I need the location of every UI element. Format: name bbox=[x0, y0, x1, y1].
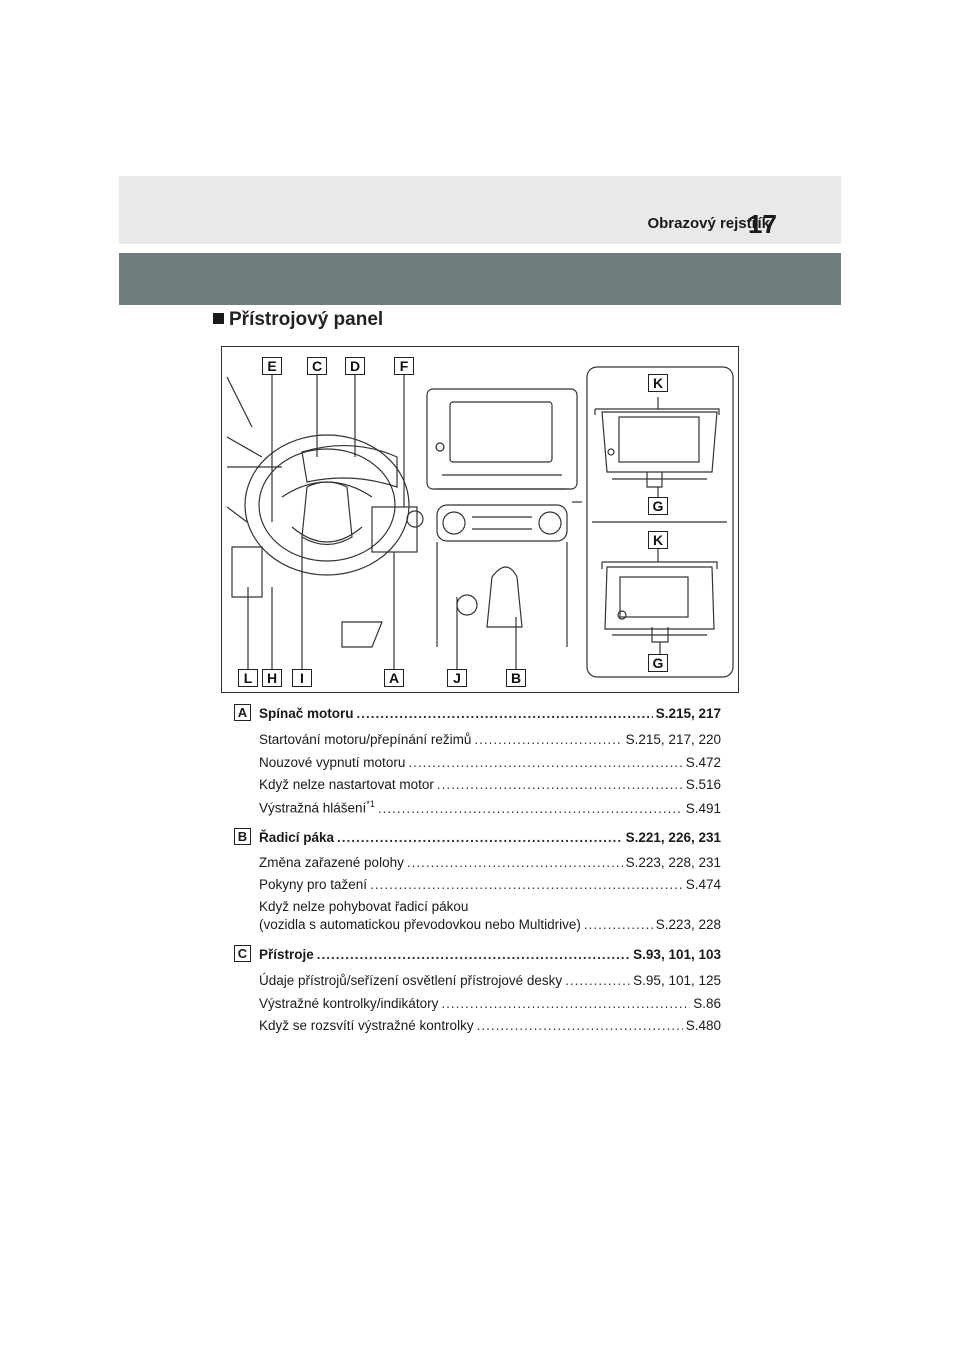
list-item-line1: Když nelze pohybovat řadicí pákou bbox=[259, 899, 469, 914]
entry-title-row: PřístrojeS.93, 101, 103 bbox=[259, 947, 721, 962]
list-item: Startování motoru/přepínání režimůS.215,… bbox=[259, 732, 721, 747]
callout-label-a: A bbox=[384, 669, 404, 687]
page-number: 17 bbox=[748, 209, 777, 239]
callout-label-i: I bbox=[292, 669, 312, 687]
dashboard-drawing bbox=[226, 366, 734, 678]
callout-label-c: C bbox=[307, 357, 327, 375]
entry-title-row: Řadicí pákaS.221, 226, 231 bbox=[259, 830, 721, 845]
callout-label-b: B bbox=[506, 669, 526, 687]
page-heading: Přístrojový panel bbox=[213, 309, 383, 331]
list-item: Nouzové vypnutí motoruS.472 bbox=[259, 755, 721, 770]
footnote-marker: *1 bbox=[366, 799, 375, 809]
list-item: Pokyny pro taženíS.474 bbox=[259, 877, 721, 892]
list-item: (vozidla s automatickou převodovkou nebo… bbox=[259, 917, 721, 932]
list-item: Výstražná hlášení*1S.491 bbox=[259, 799, 721, 816]
square-bullet-icon bbox=[213, 313, 224, 324]
entry-badge-c: C bbox=[234, 945, 251, 962]
callout-label-k-upper: K bbox=[648, 374, 668, 392]
callout-label-d: D bbox=[345, 357, 365, 375]
callout-label-j: J bbox=[447, 669, 467, 687]
callout-label-e: E bbox=[262, 357, 282, 375]
header-band bbox=[119, 176, 841, 244]
entry-title-row: Spínač motoruS.215, 217 bbox=[259, 706, 721, 721]
callout-label-f: F bbox=[394, 357, 414, 375]
entry-badge-b: B bbox=[234, 828, 251, 845]
callout-label-h: H bbox=[262, 669, 282, 687]
callout-label-k-lower: K bbox=[648, 531, 668, 549]
callout-label-g-lower: G bbox=[648, 654, 668, 672]
dashboard-illustration: E C D F L H I A J B K G K G bbox=[221, 346, 739, 693]
list-item: Výstražné kontrolky/indikátoryS.86 bbox=[259, 996, 721, 1011]
list-item: Údaje přístrojů/seřízení osvětlení příst… bbox=[259, 973, 721, 988]
callout-label-g-upper: G bbox=[648, 497, 668, 515]
header-bar bbox=[119, 253, 841, 305]
list-item: Když se rozsvítí výstražné kontrolkyS.48… bbox=[259, 1018, 721, 1033]
entry-badge-a: A bbox=[234, 704, 251, 721]
section-title: Obrazový rejstřík bbox=[647, 215, 770, 232]
list-item: Změna zařazené polohyS.223, 228, 231 bbox=[259, 855, 721, 870]
callout-label-l: L bbox=[238, 669, 258, 687]
list-item: Když nelze nastartovat motorS.516 bbox=[259, 777, 721, 792]
